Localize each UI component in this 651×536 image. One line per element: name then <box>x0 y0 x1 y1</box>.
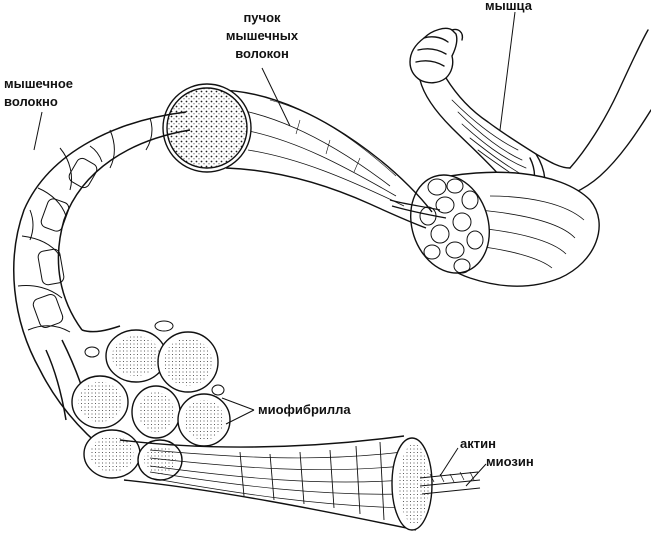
label-fiber-line1: мышечное <box>4 76 73 91</box>
label-bundle-line1: пучок <box>243 10 281 25</box>
labels: мышца пучок мышечных волокон мышечное во… <box>4 0 534 469</box>
label-myosin: миозин <box>486 454 534 469</box>
leader-lines <box>33 11 516 487</box>
label-muscle: мышца <box>485 0 533 13</box>
myofibril-cluster <box>71 320 231 481</box>
label-myofibril: миофибрилла <box>258 402 351 417</box>
label-bundle-line2: мышечных <box>226 28 299 43</box>
muscle-bundle <box>389 171 600 287</box>
myofibril-strand <box>119 435 481 531</box>
label-actin: актин <box>460 436 496 451</box>
label-bundle-line3: волокон <box>235 46 289 61</box>
fascicle-tube <box>162 83 433 229</box>
label-fiber-line2: волокно <box>4 94 58 109</box>
